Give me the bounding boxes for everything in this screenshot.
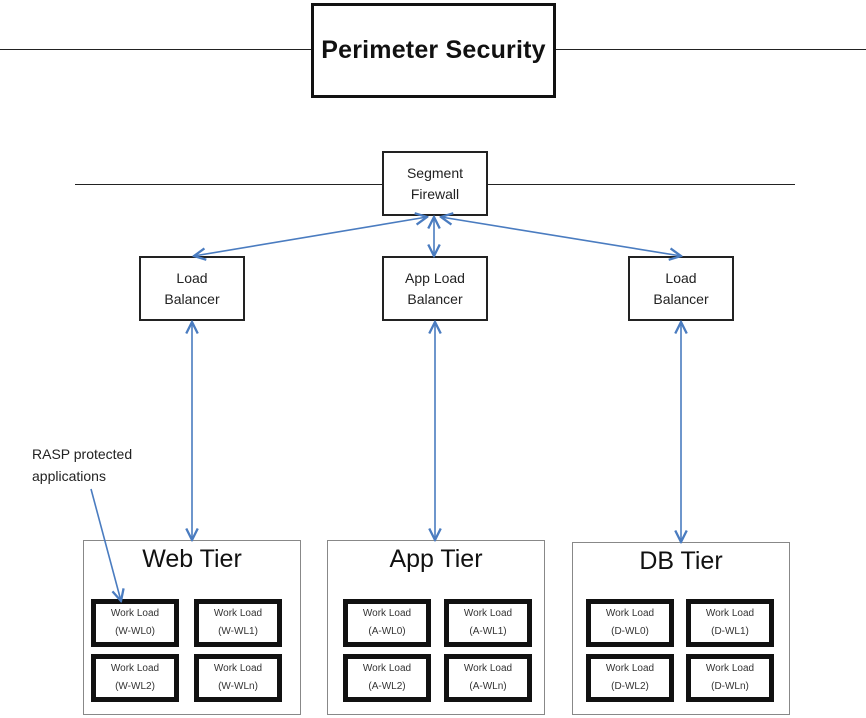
load-balancer-app-line1: App Load (405, 269, 465, 286)
workload-w-wl1: Work Load (W-WL1) (194, 599, 282, 647)
perimeter-line-right (556, 49, 866, 50)
segment-line-left (75, 184, 382, 185)
workload-w-wl0: Work Load (W-WL0) (91, 599, 179, 647)
workload-label: Work Load (213, 608, 263, 619)
segment-firewall-box: Segment Firewall (382, 151, 488, 216)
workload-w-wl2: Work Load (W-WL2) (91, 654, 179, 702)
perimeter-security-box: Perimeter Security (311, 3, 556, 98)
workload-label: Work Load (110, 663, 160, 674)
workload-a-wl1: Work Load (A-WL1) (444, 599, 532, 647)
web-tier-box: Web Tier Work Load (W-WL0) Work Load (W-… (83, 540, 301, 715)
workload-d-wl2: Work Load (D-WL2) (586, 654, 674, 702)
app-tier-title: App Tier (389, 545, 483, 573)
workload-label: Work Load (463, 663, 513, 674)
workload-label: Work Load (362, 608, 412, 619)
load-balancer-app-line2: Balancer (407, 290, 463, 307)
app-tier-box: App Tier Work Load (A-WL0) Work Load (A-… (327, 540, 545, 715)
workload-id: (A-WL1) (469, 626, 507, 637)
arrow-firewall-lb-db (441, 217, 681, 256)
workload-label: Work Load (705, 608, 755, 619)
segment-firewall-line1: Segment (406, 164, 464, 181)
load-balancer-db-line1: Load (665, 269, 697, 286)
workload-label: Work Load (705, 663, 755, 674)
workload-id: (W-WLn) (218, 681, 258, 692)
workload-d-wl1: Work Load (D-WL1) (686, 599, 774, 647)
workload-id: (D-WL0) (611, 626, 649, 637)
workload-d-wl0: Work Load (D-WL0) (586, 599, 674, 647)
workload-a-wl2: Work Load (A-WL2) (343, 654, 431, 702)
perimeter-security-title: Perimeter Security (321, 36, 546, 64)
workload-id: (W-WL2) (115, 681, 155, 692)
workload-label: Work Load (213, 663, 263, 674)
db-tier-title: DB Tier (639, 547, 723, 575)
load-balancer-web-line1: Load (176, 269, 208, 286)
rasp-annotation-line1: RASP protected (32, 446, 133, 462)
load-balancer-web-line2: Balancer (164, 290, 220, 307)
workload-id: (D-WL1) (711, 626, 749, 637)
arrow-firewall-lb-web (194, 217, 427, 256)
workload-id: (A-WLn) (469, 681, 507, 692)
workload-id: (A-WL0) (368, 626, 406, 637)
workload-label: Work Load (362, 663, 412, 674)
rasp-annotation-line2: applications (32, 468, 106, 484)
workload-d-wln: Work Load (D-WLn) (686, 654, 774, 702)
load-balancer-web: Load Balancer (139, 256, 245, 321)
workload-a-wln: Work Load (A-WLn) (444, 654, 532, 702)
workload-id: (W-WL1) (218, 626, 258, 637)
workload-label: Work Load (605, 663, 655, 674)
workload-a-wl0: Work Load (A-WL0) (343, 599, 431, 647)
web-tier-title: Web Tier (142, 545, 242, 573)
load-balancer-db: Load Balancer (628, 256, 734, 321)
workload-id: (A-WL2) (368, 681, 406, 692)
workload-id: (D-WLn) (711, 681, 749, 692)
rasp-annotation: RASP protected applications (32, 443, 132, 487)
workload-label: Work Load (463, 608, 513, 619)
segment-line-right (488, 184, 795, 185)
segment-firewall-line2: Firewall (410, 185, 460, 202)
arrow-rasp-annotation (90, 488, 121, 601)
perimeter-line-left (0, 49, 311, 50)
workload-label: Work Load (110, 608, 160, 619)
workload-label: Work Load (605, 608, 655, 619)
workload-id: (D-WL2) (611, 681, 649, 692)
workload-id: (W-WL0) (115, 626, 155, 637)
workload-w-wln: Work Load (W-WLn) (194, 654, 282, 702)
load-balancer-app: App Load Balancer (382, 256, 488, 321)
load-balancer-db-line2: Balancer (653, 290, 709, 307)
db-tier-box: DB Tier Work Load (D-WL0) Work Load (D-W… (572, 542, 790, 715)
